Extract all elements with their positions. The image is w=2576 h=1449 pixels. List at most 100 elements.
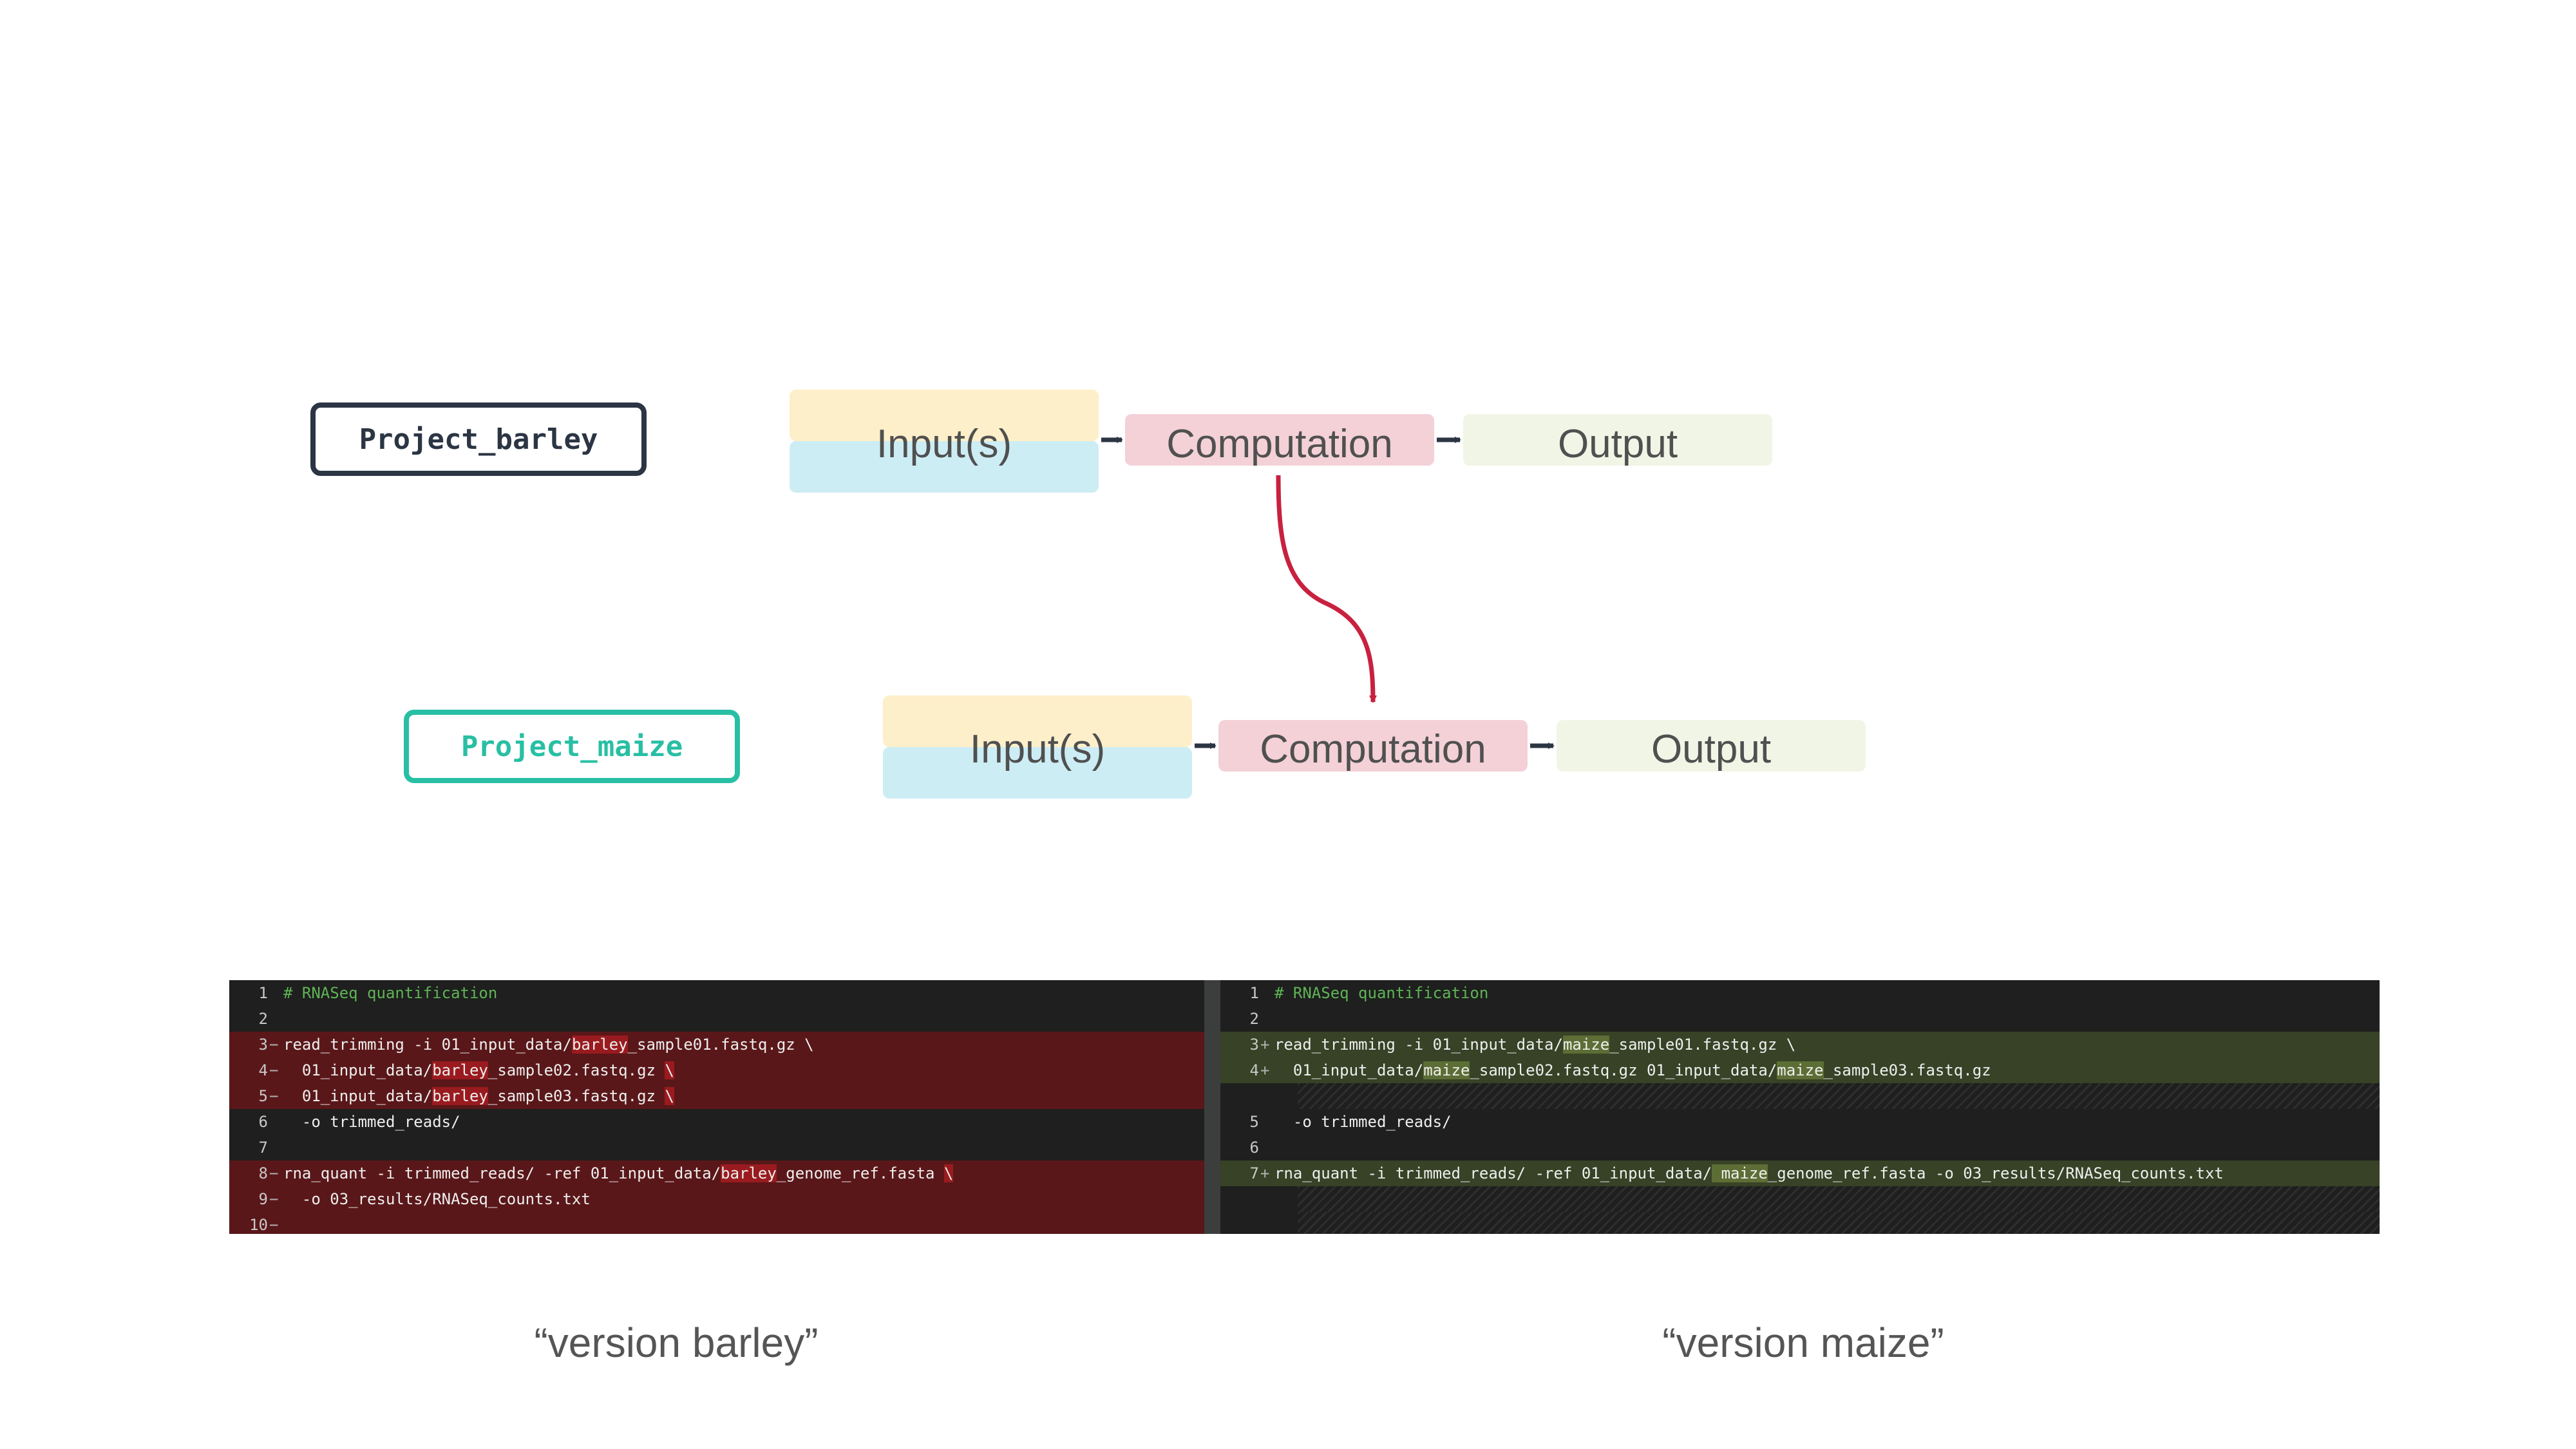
code-text: -o trimmed_reads/ <box>283 1109 460 1135</box>
changed-token: barley <box>432 1061 488 1079</box>
line-number: 7 <box>258 1139 268 1157</box>
diff-line: 10− <box>229 1212 1204 1234</box>
barley-input-label: Input(s) <box>876 422 1012 466</box>
code-token: # RNASeq quantification <box>283 984 498 1002</box>
diff-line: 3+read_trimming -i 01_input_data/maize_s… <box>1220 1032 2380 1057</box>
maize-output-box <box>1557 720 1866 772</box>
diff-marker: + <box>1260 1061 1270 1079</box>
code-token: # RNASeq quantification <box>1274 984 1489 1002</box>
code-token: read_trimming -i 01_input_data/ <box>283 1036 572 1054</box>
diff-marker: − <box>269 1036 279 1054</box>
diff-line: 6 -o trimmed_reads/ <box>229 1109 1204 1135</box>
barley-input-bottom-box <box>790 441 1099 493</box>
code-token: -o trimmed_reads/ <box>1274 1113 1452 1131</box>
diff-line: 8−rna_quant -i trimmed_reads/ -ref 01_in… <box>229 1160 1204 1186</box>
maize-input-bottom-box <box>883 747 1192 799</box>
diff-line: 2 <box>1220 1006 2380 1032</box>
code-token: rna_quant -i trimmed_reads/ -ref 01_inpu… <box>283 1164 721 1182</box>
code-text: 01_input_data/barley_sample02.fastq.gz \ <box>283 1057 674 1083</box>
changed-token: maize <box>1712 1164 1768 1182</box>
changed-token: barley <box>721 1164 777 1182</box>
diff-marker: − <box>269 1061 279 1079</box>
caption-version-barley: “version barley” <box>534 1320 819 1366</box>
line-number: 6 <box>258 1113 268 1131</box>
code-token: rna_quant -i trimmed_reads/ -ref 01_inpu… <box>1274 1164 1712 1182</box>
line-number: 3 <box>1249 1036 1259 1054</box>
code-text: 01_input_data/maize_sample02.fastq.gz 01… <box>1274 1057 1991 1083</box>
code-token: _sample02.fastq.gz 01_input_data/ <box>1470 1061 1777 1079</box>
diff-line: 7 <box>229 1135 1204 1160</box>
line-number: 10 <box>249 1216 268 1234</box>
maize-computation-label: Computation <box>1260 727 1486 772</box>
line-number: 5 <box>1249 1113 1259 1131</box>
line-number: 2 <box>1249 1010 1259 1028</box>
line-number: 7 <box>1249 1164 1259 1182</box>
barley-computation-box <box>1125 414 1434 466</box>
code-text: read_trimming -i 01_input_data/barley_sa… <box>283 1032 814 1057</box>
changed-token: barley <box>432 1087 488 1105</box>
diff-line: 5− 01_input_data/barley_sample03.fastq.g… <box>229 1083 1204 1109</box>
maize-computation-box <box>1218 720 1528 772</box>
diff-line: 5 -o trimmed_reads/ <box>1220 1109 2380 1135</box>
diff-marker: − <box>269 1190 279 1208</box>
code-token: _genome_ref.fasta <box>776 1164 944 1182</box>
code-token: -o 03_results/RNASeq_counts.txt <box>283 1190 591 1208</box>
line-number: 4 <box>258 1061 268 1079</box>
code-text: -o trimmed_reads/ <box>1274 1109 1452 1135</box>
code-text: rna_quant -i trimmed_reads/ -ref 01_inpu… <box>283 1160 954 1186</box>
line-number: 1 <box>1249 984 1259 1002</box>
reuse-computation-arrow <box>1276 475 1377 703</box>
diff-line <box>1298 1212 2380 1234</box>
line-number: 6 <box>1249 1139 1259 1157</box>
diff-line: 1 # RNASeq quantification <box>1220 980 2380 1006</box>
changed-token: \ <box>665 1061 674 1079</box>
code-token: read_trimming -i 01_input_data/ <box>1274 1036 1563 1054</box>
diff-marker: − <box>269 1216 279 1234</box>
diff-marker: + <box>1260 1164 1270 1182</box>
changed-token: \ <box>943 1164 954 1182</box>
code-text: # RNASeq quantification <box>1274 980 1488 1006</box>
maize-output-label: Output <box>1651 727 1772 772</box>
code-token: _sample01.fastq.gz \ <box>1609 1036 1796 1054</box>
code-text: -o 03_results/RNASeq_counts.txt <box>283 1186 591 1212</box>
diff-line: 9− -o 03_results/RNASeq_counts.txt <box>229 1186 1204 1212</box>
diff-line: 6 <box>1220 1135 2380 1160</box>
diff-marker: + <box>1260 1036 1270 1054</box>
code-text: rna_quant -i trimmed_reads/ -ref 01_inpu… <box>1274 1160 2224 1186</box>
line-number: 1 <box>258 984 268 1002</box>
code-token: _sample02.fastq.gz <box>488 1061 665 1079</box>
code-text: read_trimming -i 01_input_data/maize_sam… <box>1274 1032 1795 1057</box>
diff-line: 4− 01_input_data/barley_sample02.fastq.g… <box>229 1057 1204 1083</box>
code-token: _sample01.fastq.gz \ <box>627 1036 814 1054</box>
barley-computation-label: Computation <box>1166 422 1393 466</box>
code-token: _sample03.fastq.gz <box>488 1087 665 1105</box>
code-token: 01_input_data/ <box>283 1061 433 1079</box>
code-token: -o trimmed_reads/ <box>283 1113 460 1131</box>
line-number: 9 <box>258 1190 268 1208</box>
changed-token: \ <box>665 1087 674 1105</box>
diff-marker: − <box>269 1087 279 1105</box>
project-maize-label: Project_maize <box>404 710 740 783</box>
changed-token: maize <box>1562 1036 1610 1054</box>
caption-version-maize: “version maize” <box>1662 1320 1944 1366</box>
diff-marker: − <box>269 1164 279 1182</box>
line-number: 4 <box>1249 1061 1259 1079</box>
changed-token: maize <box>1777 1061 1824 1079</box>
changed-token: barley <box>571 1036 628 1054</box>
changed-token: maize <box>1423 1061 1470 1079</box>
diff-divider <box>1204 980 1220 1234</box>
code-token: _genome_ref.fasta -o 03_results/RNASeq_c… <box>1767 1164 2224 1182</box>
maize-input-top-box <box>883 696 1192 747</box>
maize-input-label: Input(s) <box>969 727 1106 772</box>
diff-line: 1 # RNASeq quantification <box>229 980 1204 1006</box>
line-number: 8 <box>258 1164 268 1182</box>
code-token: 01_input_data/ <box>1274 1061 1424 1079</box>
line-number: 5 <box>258 1087 268 1105</box>
line-number: 3 <box>258 1036 268 1054</box>
diff-line: 4+ 01_input_data/maize_sample02.fastq.gz… <box>1220 1057 2380 1083</box>
diff-line <box>1298 1186 2380 1212</box>
diff-line: 7+rna_quant -i trimmed_reads/ -ref 01_in… <box>1220 1160 2380 1186</box>
